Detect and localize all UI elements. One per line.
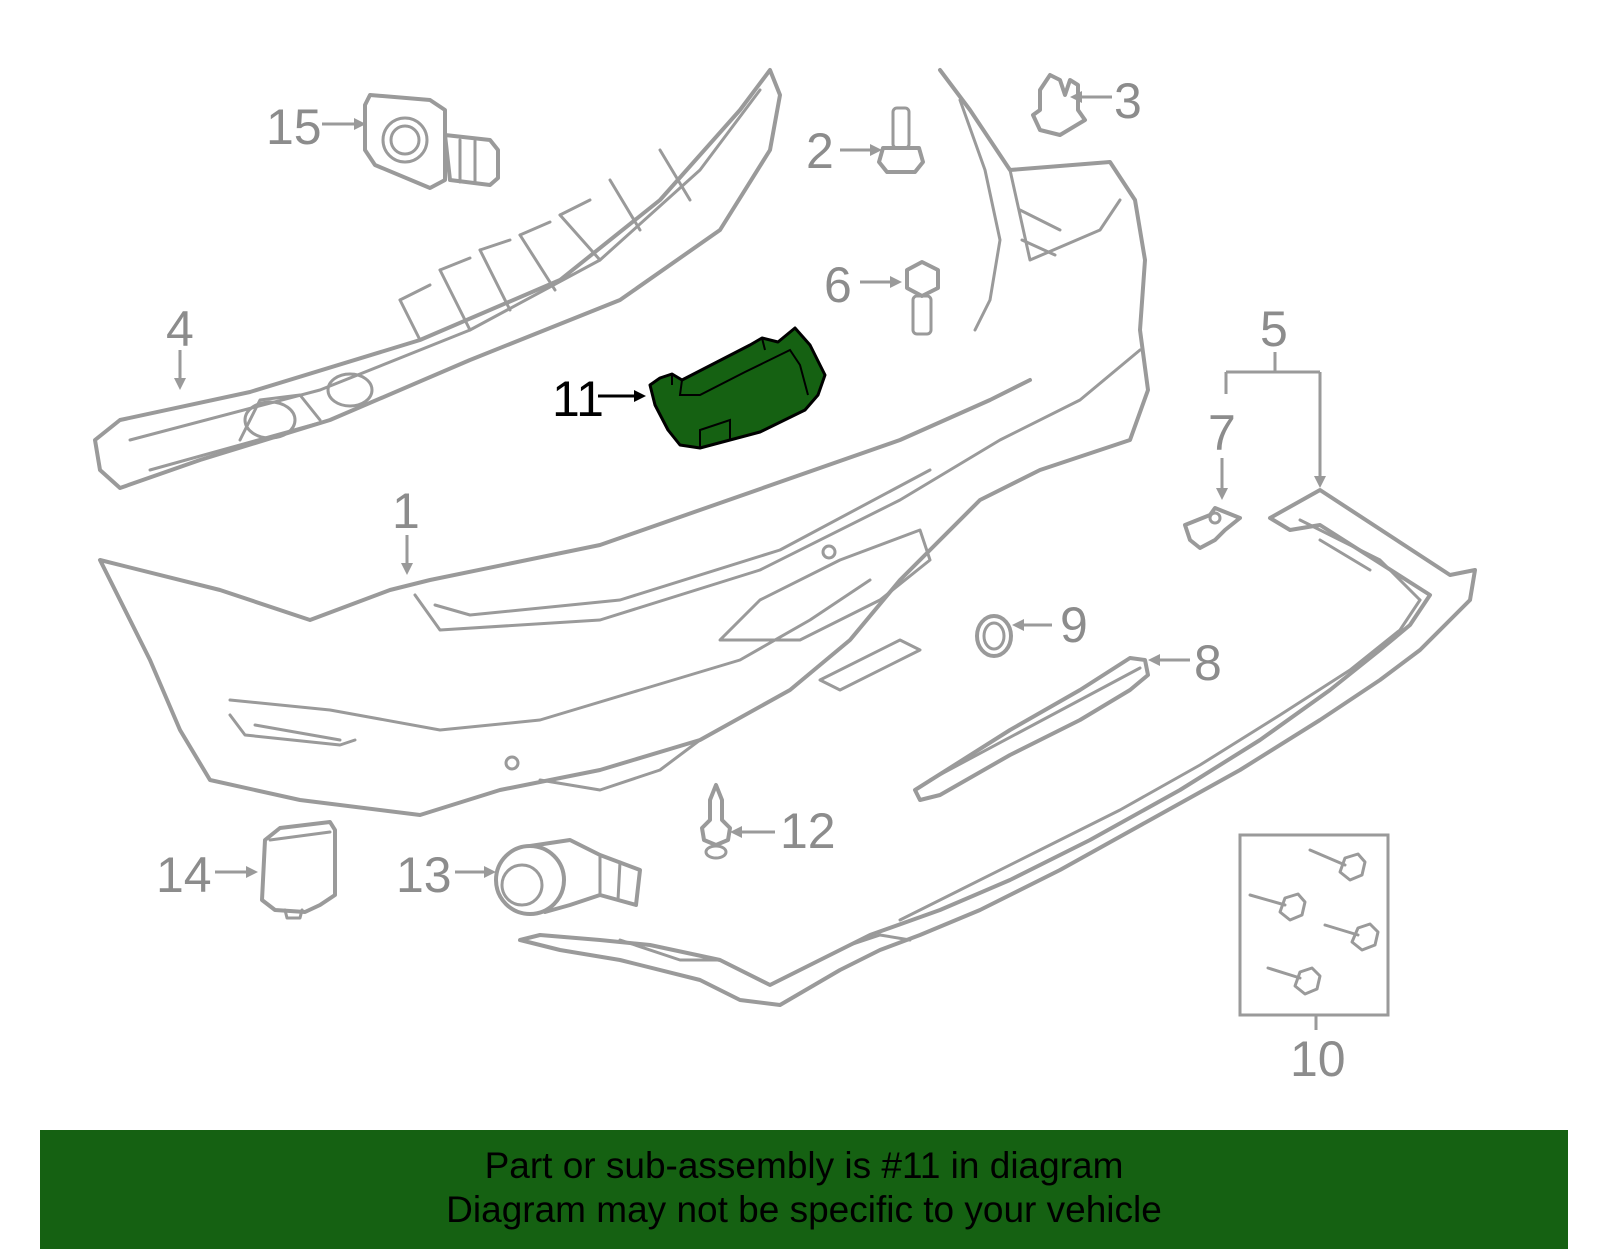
part-11-bracket-highlighted [648, 326, 827, 450]
callout-11: 11 [552, 371, 604, 427]
part-8-trim-strip [913, 656, 1150, 802]
banner-line-disclaimer: Diagram may not be specific to your vehi… [446, 1189, 1162, 1230]
callout-13: 13 [396, 847, 452, 903]
callout-9: 9 [1060, 597, 1088, 653]
leaders [174, 91, 1326, 1030]
callout-5: 5 [1260, 301, 1288, 357]
part-15-sensor-bracket [363, 93, 500, 190]
part-7-nut [1183, 506, 1242, 550]
part-4-reinforcement-beam [93, 68, 782, 490]
part-6-bolt [905, 260, 940, 336]
banner-line-part-number: Part or sub-assembly is #11 in diagram [484, 1145, 1124, 1186]
callout-7: 7 [1208, 405, 1236, 461]
part-9-grommet [975, 614, 1013, 658]
callout-6: 6 [824, 257, 852, 313]
callout-3: 3 [1114, 73, 1142, 129]
part-12-push-pin [700, 783, 732, 860]
callout-10: 10 [1290, 1031, 1346, 1087]
callout-8: 8 [1194, 635, 1222, 691]
callout-15: 15 [266, 99, 322, 155]
part-2-bolt [877, 106, 925, 174]
callout-2: 2 [806, 123, 834, 179]
info-banner: Part or sub-assembly is #11 in diagram D… [40, 1130, 1568, 1249]
part-5-lower-valance [518, 488, 1477, 1007]
part-1-bumper-cover [98, 68, 1150, 817]
callout-12: 12 [780, 803, 836, 859]
callout-14: 14 [156, 847, 212, 903]
callout-4: 4 [166, 301, 194, 357]
callout-1: 1 [392, 483, 420, 539]
callout-labels: 15 2 3 6 4 11 1 5 7 9 8 12 14 13 10 [156, 73, 1346, 1087]
part-13-park-sensor [494, 838, 642, 916]
part-3-clip [1031, 73, 1087, 137]
part-10-bolt-set [1238, 833, 1390, 1017]
part-14-module [260, 820, 337, 920]
